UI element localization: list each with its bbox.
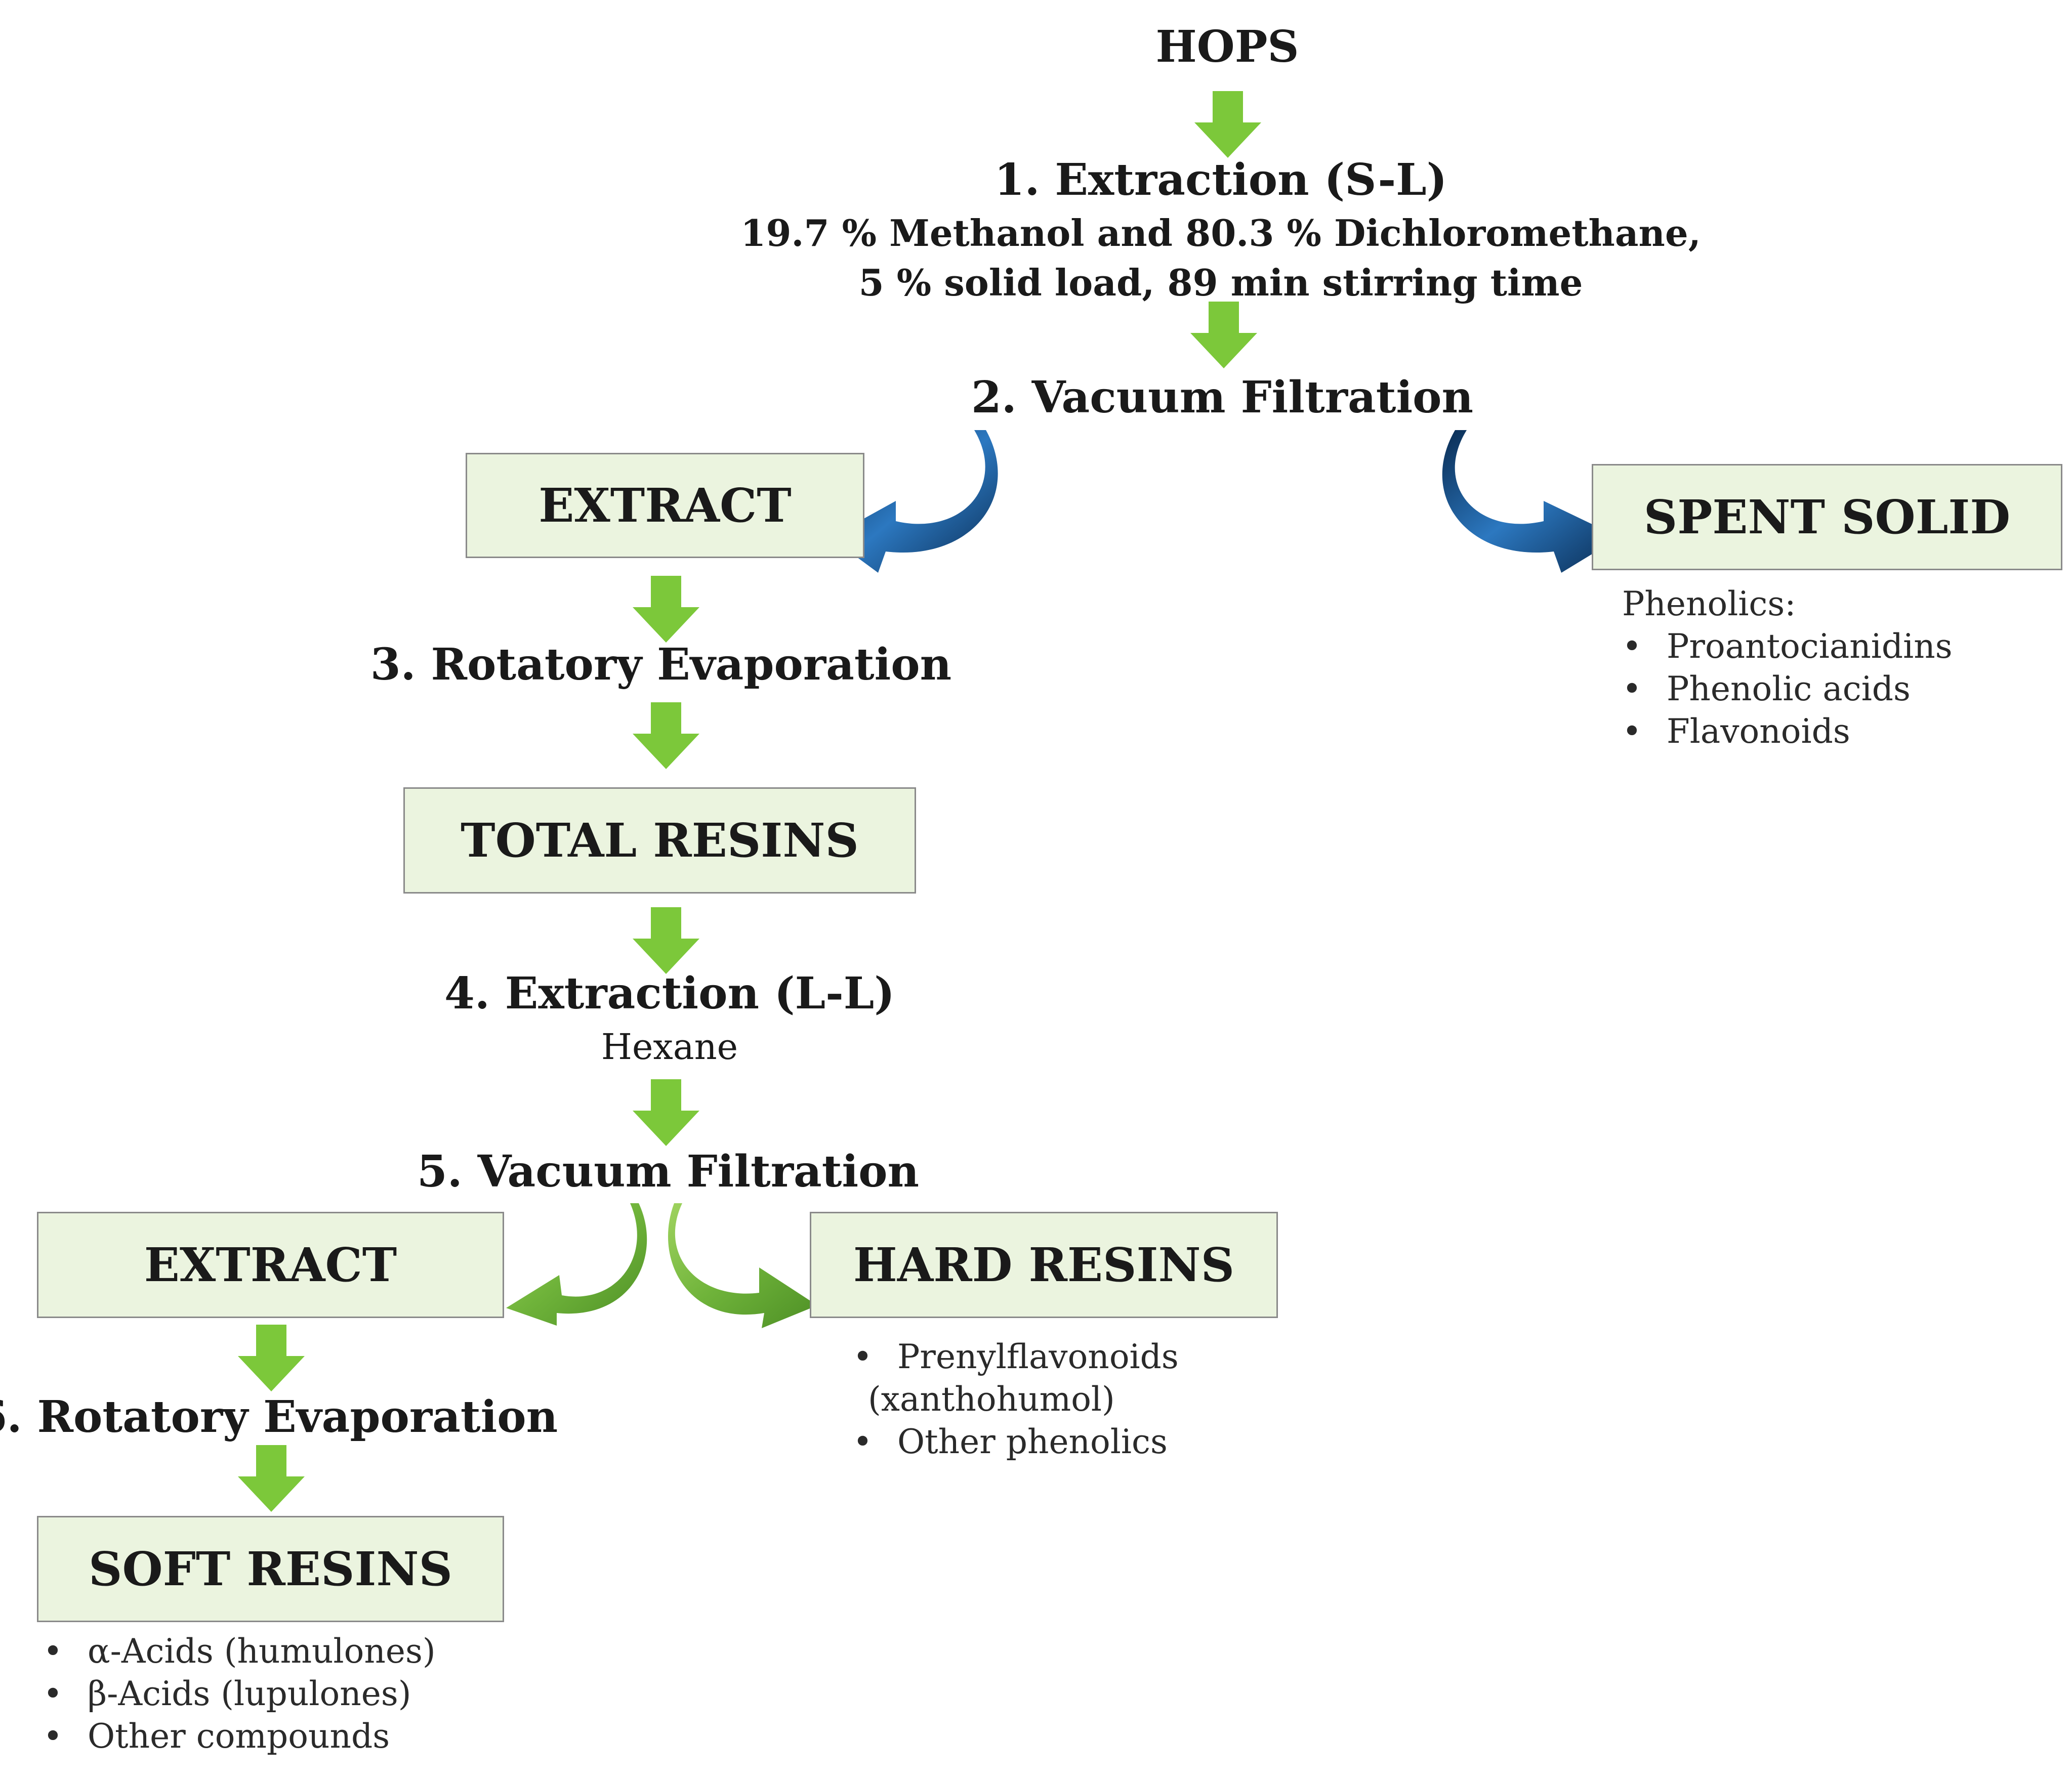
soft-resins-box: SOFT RESINS [37, 1516, 504, 1622]
curved-arrow-to-extract [830, 430, 998, 573]
list-item: Phenolic acids [1622, 668, 1953, 710]
hard-resins-list: Prenylflavonoids (xanthohumol) Other phe… [853, 1336, 1179, 1463]
down-arrow-2 [1190, 302, 1257, 368]
down-arrow-5 [633, 907, 699, 974]
step-1-detail-1: 19.7 % Methanol and 80.3 % Dichlorometha… [740, 211, 1701, 255]
spent-solid-box: SPENT SOLID [1592, 464, 2062, 570]
diagram-title: HOPS [1155, 21, 1299, 72]
step-3-label: 3. Rotatory Evaporation [370, 639, 952, 690]
step-1-detail-2: 5 % solid load, 89 min stirring time [858, 261, 1583, 304]
total-resins-box: TOTAL RESINS [403, 787, 916, 894]
step-4-label: 4. Extraction (L-L) [444, 968, 895, 1019]
extract-box-1: EXTRACT [466, 453, 864, 558]
down-arrow-7 [238, 1325, 305, 1391]
extract-box-2: EXTRACT [37, 1212, 504, 1318]
list-item: β-Acids (lupulones) [43, 1673, 436, 1715]
list-item: Proantocianidins [1622, 625, 1953, 668]
step-4-detail: Hexane [601, 1026, 738, 1068]
list-item: Other phenolics [853, 1421, 1179, 1463]
soft-resins-list: α-Acids (humulones) β-Acids (lupulones) … [43, 1630, 436, 1758]
down-arrow-1 [1194, 91, 1261, 158]
list-item: Flavonoids [1622, 710, 1953, 753]
hard-resins-box: HARD RESINS [810, 1212, 1278, 1318]
xanthohumol-text: (xanthohumol) [868, 1380, 1115, 1419]
curved-arrow-to-extract-2 [506, 1203, 647, 1326]
down-arrow-4 [633, 702, 699, 769]
down-arrow-8 [238, 1445, 305, 1512]
list-item: α-Acids (humulones) [43, 1630, 436, 1673]
spent-solid-phenolics-list: Phenolics: Proantocianidins Phenolic aci… [1622, 583, 1953, 753]
curved-arrow-to-spent-solid [1442, 430, 1620, 573]
down-arrow-3 [633, 576, 699, 643]
step-5-label: 5. Vacuum Filtration [417, 1146, 920, 1197]
curved-arrow-to-hard-resins [668, 1203, 817, 1328]
step-1-label: 1. Extraction (S-L) [994, 154, 1447, 205]
step-6-label: 6. Rotatory Evaporation [0, 1391, 558, 1443]
list-item: Other compounds [43, 1715, 436, 1758]
down-arrow-6 [633, 1079, 699, 1146]
step-2-label: 2. Vacuum Filtration [971, 372, 1474, 423]
prenylflavonoids-text: Prenylflavonoids [897, 1337, 1179, 1376]
list-item: Prenylflavonoids [853, 1336, 1179, 1378]
phenolics-header: Phenolics: [1622, 584, 1796, 623]
